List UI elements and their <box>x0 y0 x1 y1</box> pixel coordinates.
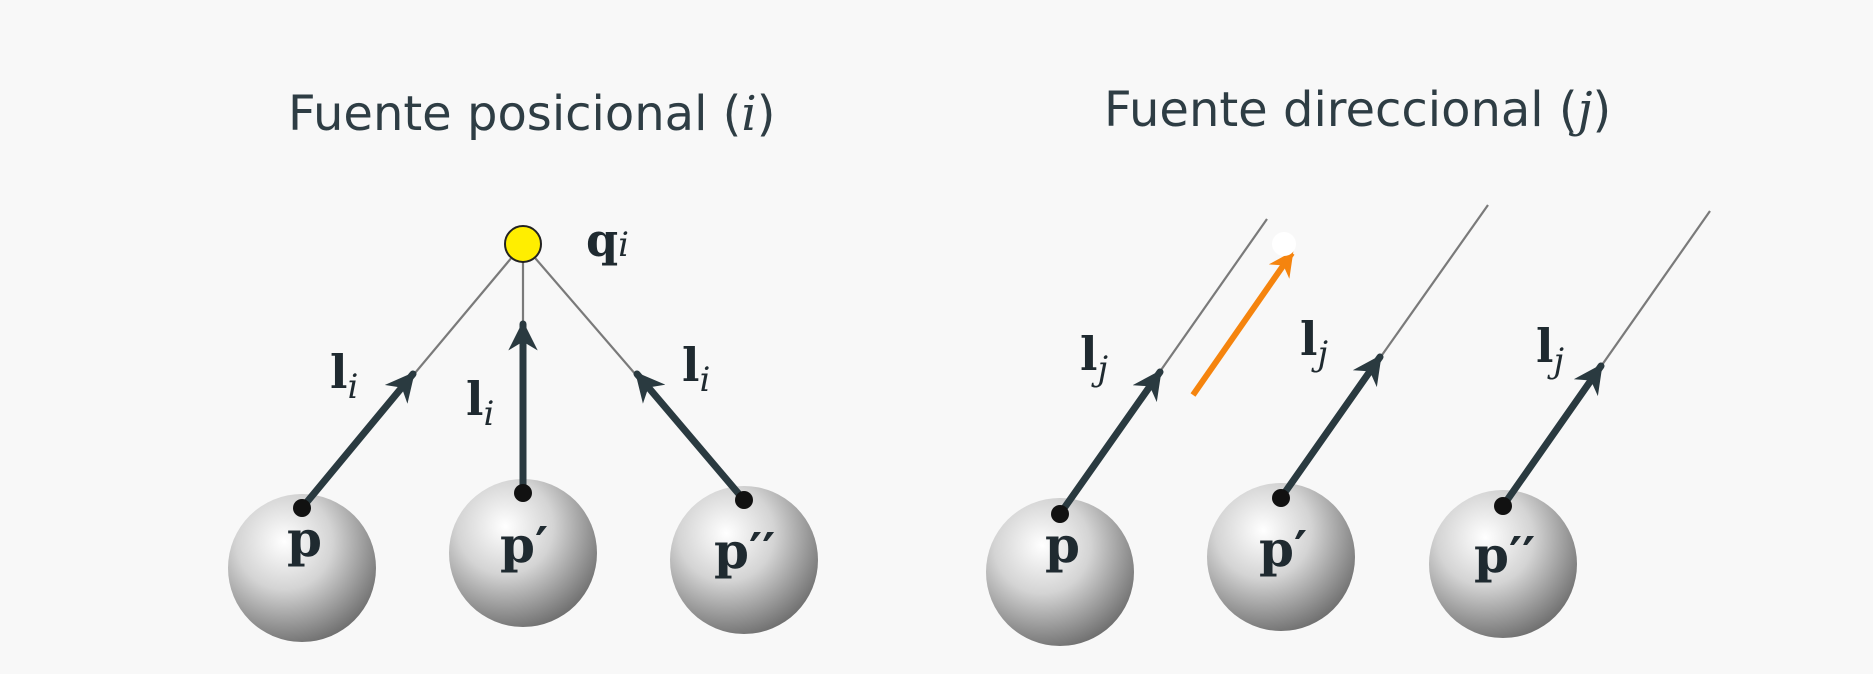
dir-vector-label-p-double-prime-base: l <box>1536 319 1553 373</box>
vector-label-p-prime-sub: i <box>483 394 494 434</box>
dir-point-dot-p-prime <box>1272 489 1290 507</box>
light-vector-p-double-prime <box>633 370 748 504</box>
directional-title-close: ) <box>1593 82 1612 138</box>
dir-point-dot-p-double-prime <box>1494 497 1512 515</box>
vector-label-p-double-prime-sub: i <box>699 360 710 400</box>
dir-point-label-p: p <box>1045 515 1080 574</box>
dir-vector-label-p-double-prime: lj <box>1536 319 1564 381</box>
dir-vector-label-p-base: l <box>1080 327 1097 381</box>
vector-label-p-double-prime-base: l <box>682 338 699 392</box>
positional-light-source-icon <box>504 225 542 263</box>
directional-title-text: Fuente direccional ( <box>1104 82 1578 138</box>
point-label-p-prime: p′ <box>500 515 548 574</box>
dir-vector-label-p-prime-base: l <box>1300 312 1317 366</box>
point-dot-p <box>293 499 311 517</box>
dir-point-dot-p <box>1051 505 1069 523</box>
vector-label-p-double-prime: li <box>682 338 710 400</box>
dir-light-vector-p-double-prime <box>1499 362 1605 510</box>
positional-title-var: i <box>741 86 756 142</box>
light-position-label-sub: i <box>618 225 629 265</box>
vector-label-p: li <box>330 345 358 407</box>
point-label-p-double-prime: p′′ <box>714 521 775 580</box>
positional-title: Fuente posicional (i) <box>288 86 776 142</box>
directional-title: Fuente direccional (j) <box>1104 82 1611 138</box>
sphere-p-prime <box>449 479 597 627</box>
point-label-p: p <box>287 509 322 568</box>
dir-sphere-p-prime <box>1207 483 1355 631</box>
dir-sphere-p <box>986 498 1134 646</box>
light-direction-tip-dot <box>1272 232 1296 256</box>
vector-label-p-sub: i <box>347 367 358 407</box>
dir-vector-label-p: lj <box>1080 327 1108 389</box>
vector-label-p-prime: li <box>466 372 494 434</box>
light-position-label: qi <box>586 213 629 267</box>
positional-title-text: Fuente posicional ( <box>288 86 741 142</box>
directional-light-panel: Fuente direccional (j) p p′ p′′ lj lj <box>986 82 1711 646</box>
positional-light-panel: Fuente posicional (i) p p′ p′′ qi li <box>228 86 818 642</box>
sphere-p <box>228 494 376 642</box>
light-direction-arrow <box>1190 250 1295 397</box>
light-position-label-base: q <box>586 213 618 267</box>
light-vector-p <box>298 370 417 512</box>
dir-point-label-p-double-prime: p′′ <box>1474 525 1535 584</box>
vector-label-p-base: l <box>330 345 347 399</box>
dir-point-label-p-prime: p′ <box>1259 519 1307 578</box>
dir-vector-label-p-prime: lj <box>1300 312 1328 374</box>
dir-light-vector-p <box>1056 368 1164 518</box>
point-dot-p-prime <box>514 484 532 502</box>
point-dot-p-double-prime <box>735 491 753 509</box>
dir-sphere-p-double-prime <box>1429 490 1577 638</box>
positional-title-close: ) <box>757 86 776 142</box>
vector-label-p-prime-base: l <box>466 372 483 426</box>
sphere-p-double-prime <box>670 486 818 634</box>
dir-light-vector-p-prime <box>1277 353 1384 502</box>
